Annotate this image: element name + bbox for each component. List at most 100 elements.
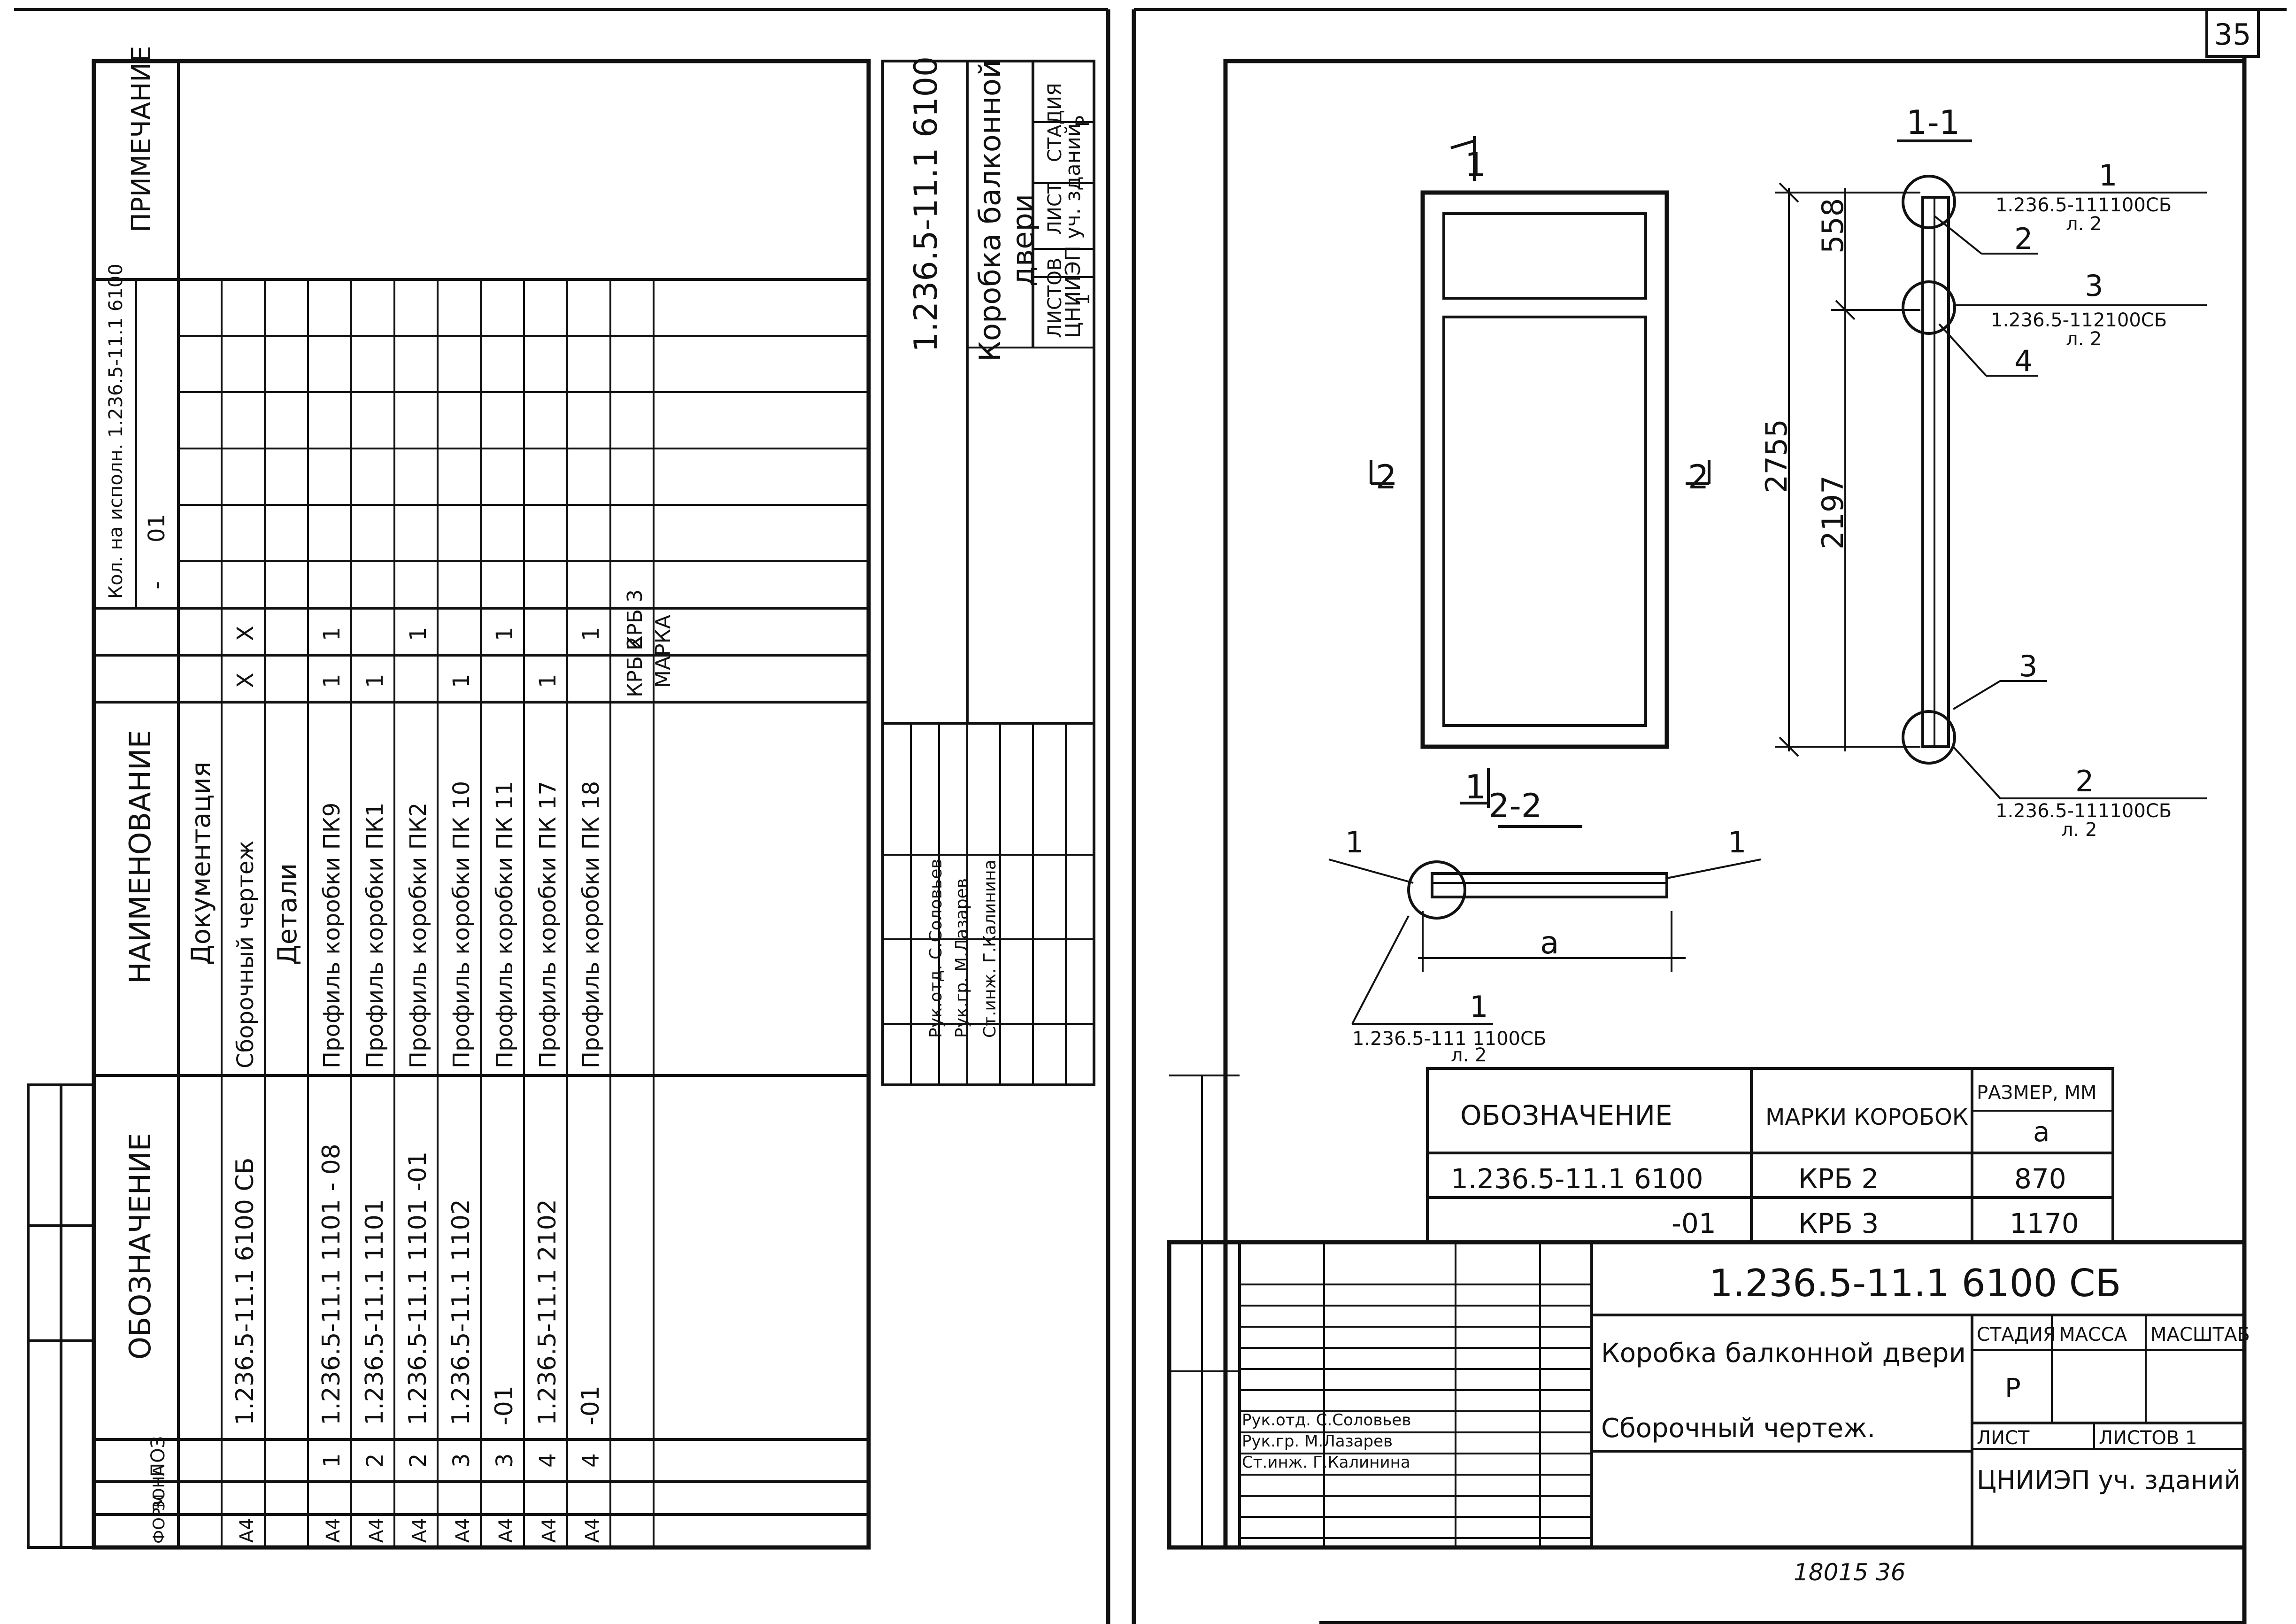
spec-name-7: Профиль коробки ПК 11 <box>492 781 518 1068</box>
spec-name-8: Профиль коробки ПК 17 <box>535 781 561 1068</box>
spec-pos-8: 4 <box>535 1453 561 1468</box>
callout-3-num: 3 <box>2085 269 2103 303</box>
spec-section-0: Документация <box>186 762 216 965</box>
section-2-2-title: 2-2 <box>1488 787 1542 825</box>
callout-3-sheet: л. 2 <box>2066 328 2102 350</box>
size-table-r2-a: 1170 <box>2010 1207 2079 1239</box>
right-signer-1: Рук.отд. С.Соловьев <box>1242 1411 1411 1430</box>
size-table-h-size: РАЗМЕР, ММ <box>1977 1082 2097 1104</box>
left-title-code: 1.236.5-11.1 6100 <box>908 56 945 352</box>
header-qty: Кол. на испoлн. 1.236.5-11.1 6100 <box>105 263 127 599</box>
section-1-1 <box>1775 139 2207 799</box>
size-table-h-a: a <box>2033 1116 2050 1148</box>
spec-q2-5: 1 <box>405 626 431 641</box>
spec-format-9: А4 <box>582 1518 603 1543</box>
page-borders <box>14 8 2287 1624</box>
header-name: НАИМЕНОВАНИЕ <box>123 730 157 984</box>
left-title-stage: Р <box>1072 116 1094 127</box>
callout-1-sheet: л. 2 <box>2066 213 2102 235</box>
sheet-number: 35 <box>2214 17 2251 52</box>
spec-format-6: А4 <box>452 1518 474 1543</box>
spec-q2-3: 1 <box>319 626 345 641</box>
spec-name-9: Профиль коробки ПК 18 <box>578 781 604 1068</box>
header-zone: ЗОНА <box>150 1465 169 1511</box>
left-title-sheets-header: ЛИСТОВ <box>1044 258 1066 338</box>
spec-pos-3: 1 <box>319 1453 345 1468</box>
section-2-2-bottom-sheet: л. 2 <box>1451 1044 1487 1066</box>
spec-pos-7: 3 <box>492 1453 518 1468</box>
left-title-block <box>881 60 1095 1086</box>
spec-designation-7: -01 <box>490 1385 518 1425</box>
spec-designation-9: -01 <box>577 1385 605 1425</box>
door-box-elevation <box>1370 136 1710 808</box>
spec-format-3: А4 <box>323 1518 344 1543</box>
right-title-sheet-header: ЛИСТ <box>1977 1427 2030 1449</box>
spec-q1-3: 1 <box>319 673 345 688</box>
header-note: ПРИМЕЧАНИЕ <box>126 46 157 232</box>
spec-pos-4: 2 <box>362 1453 388 1468</box>
cut-mark-1-bottom: 1 <box>1465 768 1486 806</box>
right-title-stage: Р <box>2005 1373 2021 1404</box>
left-signer-2: Рук.гр. М.Лазарев <box>952 878 971 1038</box>
callout-4-num: 4 <box>2014 344 2033 378</box>
spec-pos-9: 4 <box>578 1453 604 1468</box>
spec-format-5: А4 <box>409 1518 431 1543</box>
left-title-org: ЦНИИЭП уч. зданий <box>1061 123 1085 338</box>
callout-1-ref: 1.236.5-111100СБ <box>1996 194 2172 216</box>
dim-bottom: 2197 <box>1816 475 1850 549</box>
spec-designation-6: 1.236.5-11.1 1102 <box>447 1199 475 1425</box>
size-table-h-designation: ОБОЗНАЧЕНИЕ <box>1460 1099 1672 1131</box>
spec-designation-3: 1.236.5-11.1 1101 - 08 <box>317 1144 346 1425</box>
spec-mark-header: МАРКА <box>651 615 675 688</box>
spec-format-7: А4 <box>495 1518 517 1543</box>
section-1-1-title: 1-1 <box>1906 103 1960 142</box>
callout-6-sheet: л. 2 <box>2061 819 2097 841</box>
right-title-sheets-header: ЛИСТОВ 1 <box>2099 1427 2197 1449</box>
size-table-r2-mark: КРБ 3 <box>1798 1207 1879 1239</box>
spec-mark-1: КРБ 2 <box>623 636 647 697</box>
right-title-code: 1.236.5-11.1 6100 СБ <box>1709 1261 2121 1305</box>
section-2-2-bottom-num: 1 <box>1470 990 1488 1024</box>
right-signer-3: Ст.инж. Г.Калинина <box>1242 1453 1410 1472</box>
spec-designation-4: 1.236.5-11.1 1101 <box>361 1199 389 1425</box>
left-signer-3: Ст.инж. Г.Калинина <box>980 859 1000 1038</box>
spec-format-8: А4 <box>539 1518 560 1543</box>
spec-name-1: Сборочный чертеж <box>232 840 259 1068</box>
header-pos: ПОЗ <box>147 1436 169 1477</box>
dim-total: 2755 <box>1759 419 1794 493</box>
spec-designation-8: 1.236.5-11.1 2102 <box>533 1199 562 1425</box>
cut-mark-1-top: 1 <box>1465 146 1486 184</box>
header-format: ФОРМ. <box>150 1489 169 1544</box>
spec-name-6: Профиль коробки ПК 10 <box>448 781 475 1068</box>
spec-pos-5: 2 <box>405 1453 431 1468</box>
spec-q1-6: 1 <box>448 673 475 688</box>
section-2-2 <box>1328 825 1761 1025</box>
spec-format-4: А4 <box>366 1518 387 1543</box>
spec-name-3: Профиль коробки ПК9 <box>319 803 345 1068</box>
section-2-2-bottom-ref: 1.236.5-111 1100СБ <box>1352 1028 1546 1050</box>
right-title-doc: Сборочный чертеж. <box>1601 1413 1875 1444</box>
callout-3-ref: 1.236.5-112100СБ <box>1991 309 2167 331</box>
callout-2-num: 2 <box>2014 222 2033 256</box>
left-title-text: 1.236.5-11.1 6100 Коробка балконной двер… <box>908 56 1094 1038</box>
specification-table: ФОРМ.ЗОНАПОЗОБОЗНАЧЕНИЕНАИМЕНОВАНИЕКол. … <box>94 46 869 1547</box>
spec-q2-7: 1 <box>492 626 518 641</box>
header-variant-2: 01 <box>144 514 170 542</box>
left-title-name-2: двери <box>1006 194 1040 286</box>
cut-mark-2-right: 2 <box>1688 458 1709 496</box>
left-title-name-1: Коробка балконной <box>973 60 1007 362</box>
right-title-name: Коробка балконной двери <box>1601 1338 1966 1369</box>
section-2-2-width: a <box>1540 925 1559 961</box>
spec-q2-9: 1 <box>578 626 604 641</box>
cut-mark-2-left: 2 <box>1376 458 1397 496</box>
left-title-stage-header: СТАДИЯ <box>1044 83 1066 162</box>
callout-1-num: 1 <box>2099 158 2117 193</box>
right-title-block <box>1167 1075 2247 1550</box>
spec-designation-5: 1.236.5-11.1 1101 -01 <box>404 1152 432 1425</box>
right-title-mass-header: МАССА <box>2059 1324 2127 1346</box>
spec-q1-8: 1 <box>535 673 561 688</box>
size-table-h-marks: МАРКИ КОРОБОК <box>1765 1104 1968 1130</box>
right-title-stage-header: СТАДИЯ <box>1977 1324 2056 1346</box>
spec-q1-4: 1 <box>362 673 388 688</box>
